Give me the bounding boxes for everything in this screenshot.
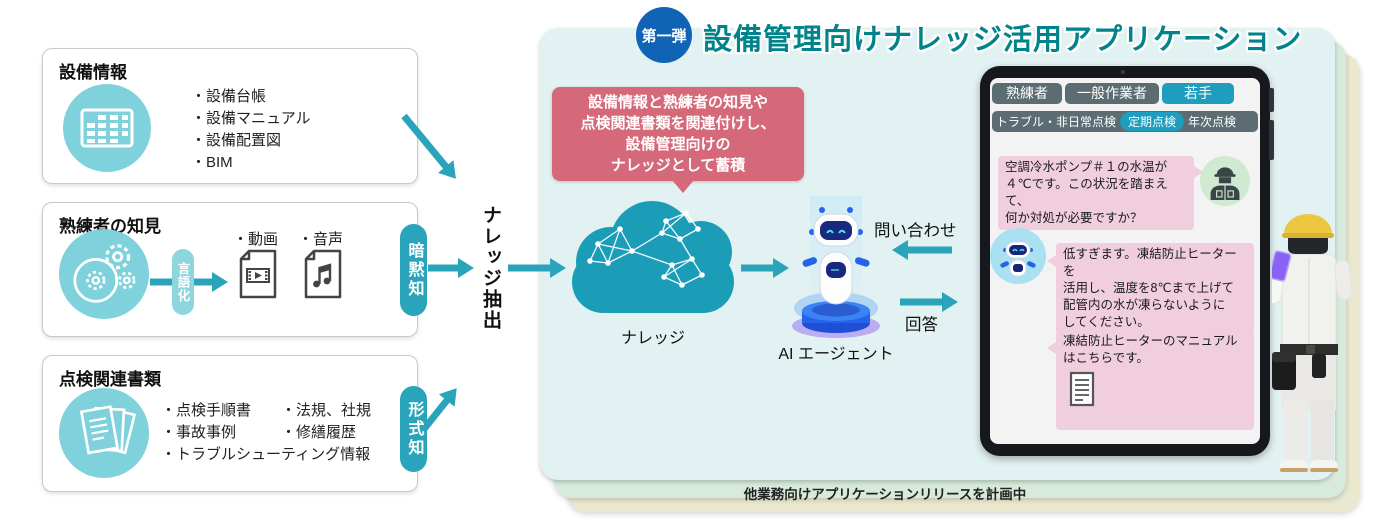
knowledge-accumulation-callout: 設備情報と熟練者の知見や 点検関連書類を関連付けし、 設備管理向けの ナレッジと… <box>552 87 804 193</box>
knowledge-extraction-label: ナレッジ抽出 <box>480 205 501 331</box>
source-box-expert-knowledge: 熟練者の知見 ・動画 ・音声 <box>42 202 418 337</box>
doc-item: ・法規、社規 <box>281 402 372 419</box>
output-label-audio: ・音声 <box>298 231 344 248</box>
expert-gears-icon <box>59 229 149 319</box>
document-icon[interactable] <box>1069 371 1095 407</box>
ai-message-bubble: 低すぎます。凍結防止ヒーターを 活用し、温度を8℃まで上げて 配管内の水が凍らな… <box>1047 243 1254 334</box>
knowledge-cloud <box>568 199 738 317</box>
doc-item: ・事故事例 <box>161 424 237 441</box>
user-tab-bar: 熟練者 一般作業者 若手 <box>992 83 1234 104</box>
doc-item: ・修繕履歴 <box>281 424 357 441</box>
answer-label: 回答 <box>905 316 938 334</box>
user-message-bubble: 空調冷水ポンプ＃１の水温が ４℃です。この状況を踏まえて、 何か対処が必要ですか… <box>998 156 1203 230</box>
ai-agent-label: AI エージェント <box>778 346 894 363</box>
doc-item: ・点検手順書 <box>161 402 252 419</box>
table-icon-glyph <box>80 108 134 148</box>
bubble-tail <box>1047 255 1056 267</box>
bubble-tail <box>1194 166 1203 178</box>
future-release-note: 他業務向けアプリケーションリリースを計画中 <box>743 487 1027 502</box>
tablet-volume-button <box>1269 120 1274 160</box>
inquiry-label: 問い合わせ <box>874 222 957 240</box>
ai-robot <box>792 196 880 338</box>
source-title: 熟練者の知見 <box>59 217 161 236</box>
tablet-device: 熟練者 一般作業者 若手 トラブル・非日常点検 定期点検 年次点検 空調冷水ポン… <box>980 66 1274 456</box>
inspection-mode-bar: トラブル・非日常点検 定期点検 年次点検 <box>992 111 1258 132</box>
bubble-tail <box>1047 342 1056 354</box>
knowledge-cloud-label: ナレッジ <box>620 330 685 347</box>
table-icon <box>63 84 151 172</box>
ai-message-text: 凍結防止ヒーターのマニュアル はこちらです。 <box>1063 334 1238 365</box>
documents-glyph <box>79 405 137 455</box>
tacit-knowledge-pill: 暗黙知 <box>400 224 427 316</box>
explicit-knowledge-pill: 形式知 <box>400 386 427 472</box>
doc-item: ・トラブルシューティング情報 <box>161 446 371 463</box>
tablet-screen: 熟練者 一般作業者 若手 トラブル・非日常点検 定期点検 年次点検 空調冷水ポン… <box>990 78 1260 444</box>
page-title: 設備管理向けナレッジ活用アプリケーション <box>703 24 1303 56</box>
callout-tail <box>672 180 694 193</box>
expert-gears-glyph <box>73 244 136 303</box>
tablet-power-button <box>1269 88 1274 112</box>
worker-avatar-icon <box>1200 156 1250 206</box>
field-worker-figure <box>1272 214 1353 472</box>
source-title: 点検関連書類 <box>59 370 161 389</box>
output-label-video: ・動画 <box>233 231 279 248</box>
source-box-inspection-docs: 点検関連書類 ・点検手順書 ・法規、社規 ・事故事例 ・修繕履歴 ・トラブルシュ… <box>42 355 418 492</box>
equipment-item: ・設備マニュアル <box>191 110 311 127</box>
equipment-item: ・設備配置図 <box>191 132 282 149</box>
equipment-item: ・BIM <box>191 154 233 171</box>
equipment-item: ・設備台帳 <box>191 88 267 105</box>
ai-message-bubble-manual: 凍結防止ヒーターのマニュアル はこちらです。 <box>1047 330 1254 430</box>
tab-general-worker[interactable]: 一般作業者 <box>1065 83 1159 104</box>
tab-expert-user[interactable]: 熟練者 <box>992 83 1062 104</box>
source-title: 設備情報 <box>59 63 127 82</box>
tablet-camera-dot <box>1121 70 1125 74</box>
verbalization-pill: 言語化 <box>172 249 194 315</box>
network-graph-icon <box>587 210 705 288</box>
mode-trouble[interactable]: トラブル・非日常点検 <box>996 115 1117 129</box>
tab-young-worker[interactable]: 若手 <box>1162 83 1234 104</box>
robot-avatar-icon <box>990 228 1046 284</box>
audio-file-icon <box>303 249 343 299</box>
documents-icon <box>59 388 149 478</box>
mode-annual[interactable]: 年次点検 <box>1188 115 1237 129</box>
edition-badge: 第一弾 <box>636 7 692 63</box>
mode-periodic[interactable]: 定期点検 <box>1120 112 1185 131</box>
source-box-equipment-info: 設備情報 ・設備台帳 ・設備マニュアル ・設備配置図 ・BIM <box>42 48 418 184</box>
video-file-icon <box>238 249 278 299</box>
